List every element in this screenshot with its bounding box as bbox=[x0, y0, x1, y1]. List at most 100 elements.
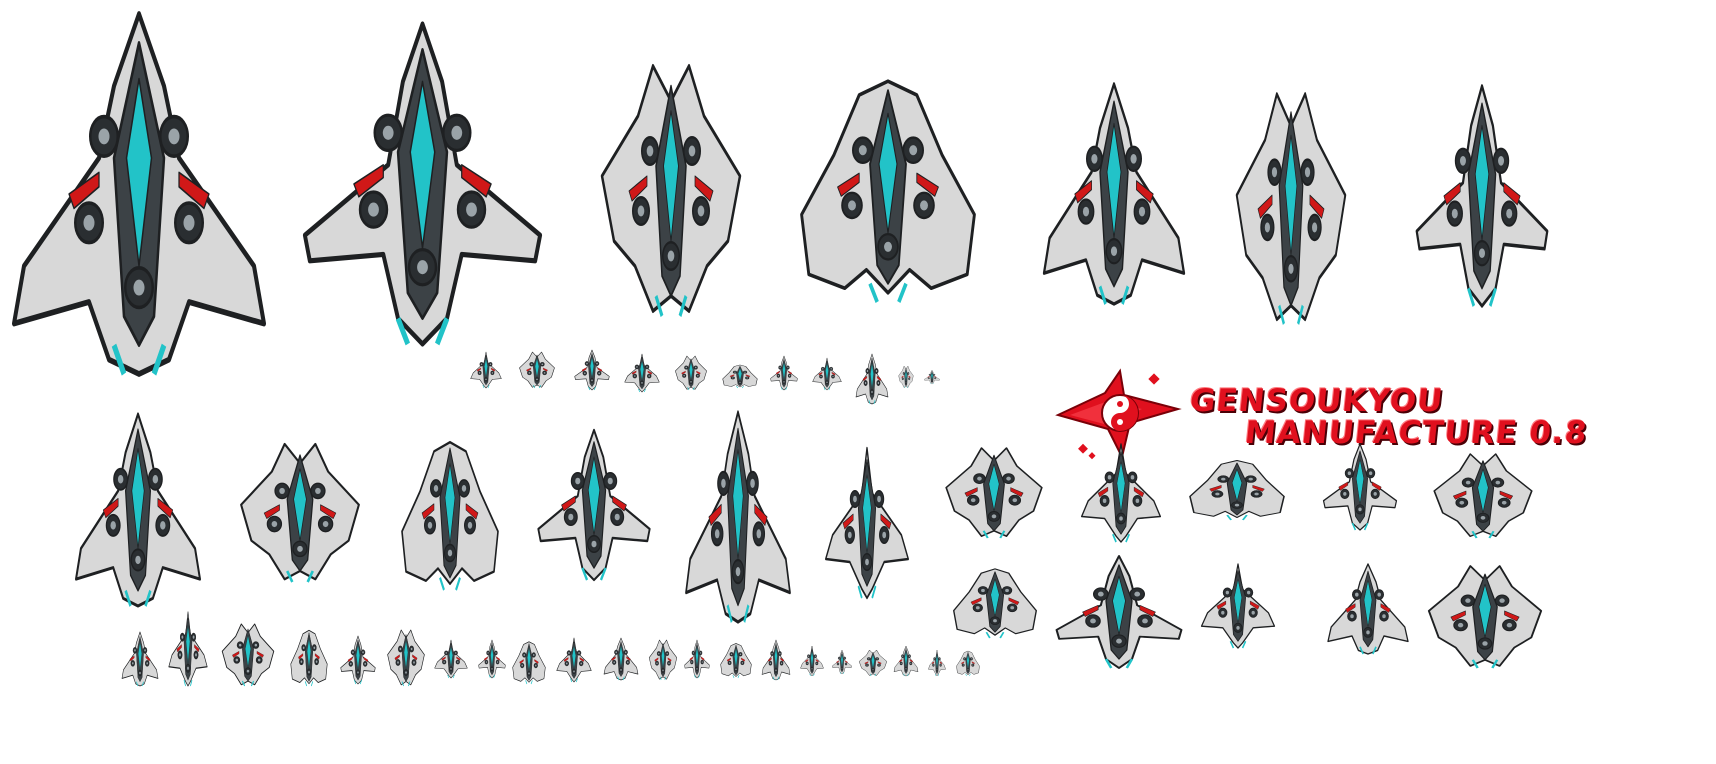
spaceship-hull-icon bbox=[855, 353, 889, 405]
spaceship-hull-icon bbox=[168, 611, 208, 687]
spaceship-hull-icon bbox=[1189, 459, 1285, 521]
spaceship-hull-icon bbox=[761, 639, 791, 681]
spaceship-hull-icon bbox=[812, 357, 842, 391]
spaceship-hull-icon bbox=[75, 412, 201, 608]
spaceship-hull-icon bbox=[290, 629, 328, 687]
spaceship-hull-icon bbox=[684, 639, 710, 679]
spaceship-sprite-icon bbox=[798, 72, 978, 304]
spaceship-sprite-icon bbox=[386, 629, 426, 687]
spaceship-hull-icon bbox=[512, 641, 546, 685]
spaceship-sprite-icon bbox=[168, 611, 208, 687]
spaceship-sprite-icon bbox=[684, 639, 710, 679]
spaceship-hull-icon bbox=[574, 349, 610, 391]
spaceship-sprite-icon bbox=[858, 649, 888, 677]
spaceship-sprite-icon bbox=[824, 446, 910, 600]
spaceship-hull-icon bbox=[556, 637, 592, 683]
spaceship-sprite-icon bbox=[761, 639, 791, 681]
spaceship-sprite-icon bbox=[478, 639, 506, 679]
spaceship-hull-icon bbox=[685, 410, 791, 624]
spaceship-sprite-icon bbox=[722, 364, 758, 389]
spaceship-hull-icon bbox=[1042, 82, 1186, 306]
spaceship-hull-icon bbox=[898, 365, 914, 389]
spaceship-sprite-icon bbox=[300, 21, 545, 347]
logo-title-line-1: GENSOUKYOU bbox=[1188, 383, 1446, 419]
spaceship-hull-icon bbox=[478, 639, 506, 679]
spaceship-hull-icon bbox=[832, 649, 852, 675]
spaceship-sprite-icon bbox=[75, 412, 201, 608]
spaceship-sprite-icon bbox=[1042, 82, 1186, 306]
spaceship-hull-icon bbox=[1055, 555, 1183, 669]
spaceship-hull-icon bbox=[624, 353, 660, 393]
spaceship-hull-icon bbox=[340, 635, 376, 685]
spaceship-sprite-icon bbox=[1322, 443, 1398, 531]
spaceship-sprite-icon bbox=[556, 637, 592, 683]
spaceship-hull-icon bbox=[648, 639, 678, 681]
spaceship-sprite-icon bbox=[1424, 565, 1546, 669]
spaceship-sprite-icon bbox=[624, 353, 660, 393]
logo-title-line-2: MANUFACTURE 0.8 bbox=[1243, 415, 1590, 451]
spaceship-sprite-icon bbox=[770, 355, 798, 391]
spaceship-hull-icon bbox=[1415, 84, 1549, 308]
spaceship-hull-icon bbox=[956, 650, 980, 677]
spaceship-hull-icon bbox=[519, 351, 555, 389]
spaceship-hull-icon bbox=[1235, 92, 1347, 326]
spaceship-hull-icon bbox=[600, 64, 742, 318]
spaceship-sprite-icon bbox=[236, 442, 364, 583]
spaceship-hull-icon bbox=[1200, 563, 1276, 649]
spaceship-hull-icon bbox=[1327, 563, 1409, 655]
spaceship-hull-icon bbox=[893, 645, 919, 677]
spaceship-hull-icon bbox=[945, 447, 1043, 539]
spaceship-hull-icon bbox=[953, 568, 1037, 639]
spaceship-sprite-icon bbox=[1200, 563, 1276, 649]
spaceship-hull-icon bbox=[928, 649, 946, 677]
spaceship-sprite-icon bbox=[832, 649, 852, 675]
spaceship-sprite-icon bbox=[603, 637, 639, 681]
spaceship-sprite-icon bbox=[574, 349, 610, 391]
spaceship-hull-icon bbox=[1427, 565, 1543, 669]
spaceship-hull-icon bbox=[825, 446, 909, 600]
spaceship-hull-icon bbox=[470, 351, 502, 389]
spaceship-hull-icon bbox=[722, 364, 758, 389]
spaceship-hull-icon bbox=[240, 442, 360, 583]
spaceship-sprite-icon bbox=[928, 649, 946, 677]
spaceship-sprite-icon bbox=[1054, 555, 1184, 669]
spaceship-sprite-icon bbox=[800, 645, 824, 677]
spaceship-sprite-icon bbox=[536, 428, 652, 582]
spaceship-hull-icon bbox=[221, 623, 275, 687]
spaceship-sprite-icon bbox=[1080, 443, 1162, 543]
spaceship-hull-icon bbox=[401, 440, 499, 591]
spaceship-sprite-icon bbox=[596, 64, 746, 318]
spaceship-hull-icon bbox=[800, 79, 976, 304]
spaceship-hull-icon bbox=[1080, 443, 1162, 543]
spaceship-hull-icon bbox=[720, 643, 752, 679]
spaceship-hull-icon bbox=[858, 649, 888, 677]
spaceship-hull-icon bbox=[434, 639, 468, 679]
spaceship-sprite-icon bbox=[121, 631, 159, 687]
gensoukyou-logo: GENSOUKYOU MANUFACTURE 0.8 bbox=[1050, 365, 1590, 465]
spaceship-sprite-icon bbox=[434, 639, 468, 679]
spaceship-hull-icon bbox=[603, 637, 639, 681]
spaceship-sprite-icon bbox=[1327, 563, 1409, 655]
spaceship-hull-icon bbox=[387, 629, 425, 687]
spaceship-hull-icon bbox=[537, 428, 651, 582]
spaceship-hull-icon bbox=[770, 355, 798, 391]
spaceship-hull-icon bbox=[121, 631, 159, 687]
spaceship-hull-icon bbox=[924, 369, 940, 385]
spaceship-sprite-icon bbox=[518, 351, 556, 389]
spaceship-sprite-icon bbox=[340, 635, 376, 685]
spaceship-sprite-icon bbox=[1232, 92, 1350, 326]
spaceship-sprite-icon bbox=[512, 640, 546, 685]
spaceship-sprite-icon bbox=[812, 357, 842, 391]
spaceship-sprite-icon bbox=[470, 351, 502, 389]
spaceship-sprite-icon bbox=[1188, 458, 1286, 521]
spaceship-sprite-icon bbox=[12, 11, 266, 377]
spaceship-sprite-icon bbox=[1414, 84, 1550, 308]
spaceship-sprite-icon bbox=[290, 628, 328, 687]
spaceship-sprite-icon bbox=[893, 645, 919, 677]
spaceship-sprite-icon bbox=[648, 639, 678, 681]
spaceship-sprite-icon bbox=[898, 365, 914, 389]
spaceship-sprite-icon bbox=[720, 642, 752, 679]
yin-yang-emblem-icon bbox=[1055, 368, 1182, 460]
spaceship-sprite-icon bbox=[956, 650, 980, 677]
